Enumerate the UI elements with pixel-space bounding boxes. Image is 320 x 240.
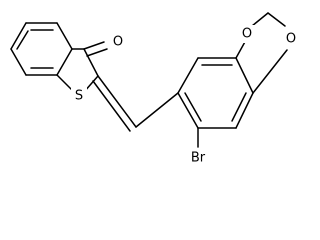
- bond: [177, 92, 199, 129]
- bond: [267, 12, 286, 27]
- bond: [56, 48, 73, 76]
- atom-label-layer: O S O O Br: [71, 25, 299, 167]
- bond: [235, 92, 254, 129]
- bond-layer: [10, 12, 288, 148]
- bond: [83, 41, 105, 50]
- label-background: [239, 25, 255, 43]
- bond: [252, 49, 288, 94]
- bond: [86, 48, 108, 57]
- bond: [97, 75, 137, 128]
- label-background: [71, 86, 87, 104]
- label-background: [185, 149, 211, 167]
- atom-label-oxygen-dioxole-right: O: [286, 32, 296, 47]
- label-background: [283, 30, 299, 48]
- bond: [251, 12, 269, 27]
- atom-label-sulfur: S: [75, 89, 83, 104]
- atom-label-oxygen-dioxole-upper: O: [242, 27, 252, 42]
- chemical-structure: O S O O Br: [10, 12, 299, 167]
- bond: [184, 92, 202, 122]
- bond: [231, 92, 247, 122]
- bond: [135, 92, 179, 128]
- bond: [10, 22, 27, 50]
- label-background: [110, 34, 126, 51]
- atom-label-bromine: Br: [191, 151, 206, 166]
- bond: [83, 48, 99, 77]
- bond: [235, 57, 254, 94]
- bond: [177, 57, 199, 94]
- atom-label-oxygen-carbonyl: O: [113, 35, 123, 50]
- bond: [92, 80, 131, 132]
- bond: [56, 22, 73, 50]
- bond: [10, 48, 27, 76]
- bond: [16, 30, 29, 50]
